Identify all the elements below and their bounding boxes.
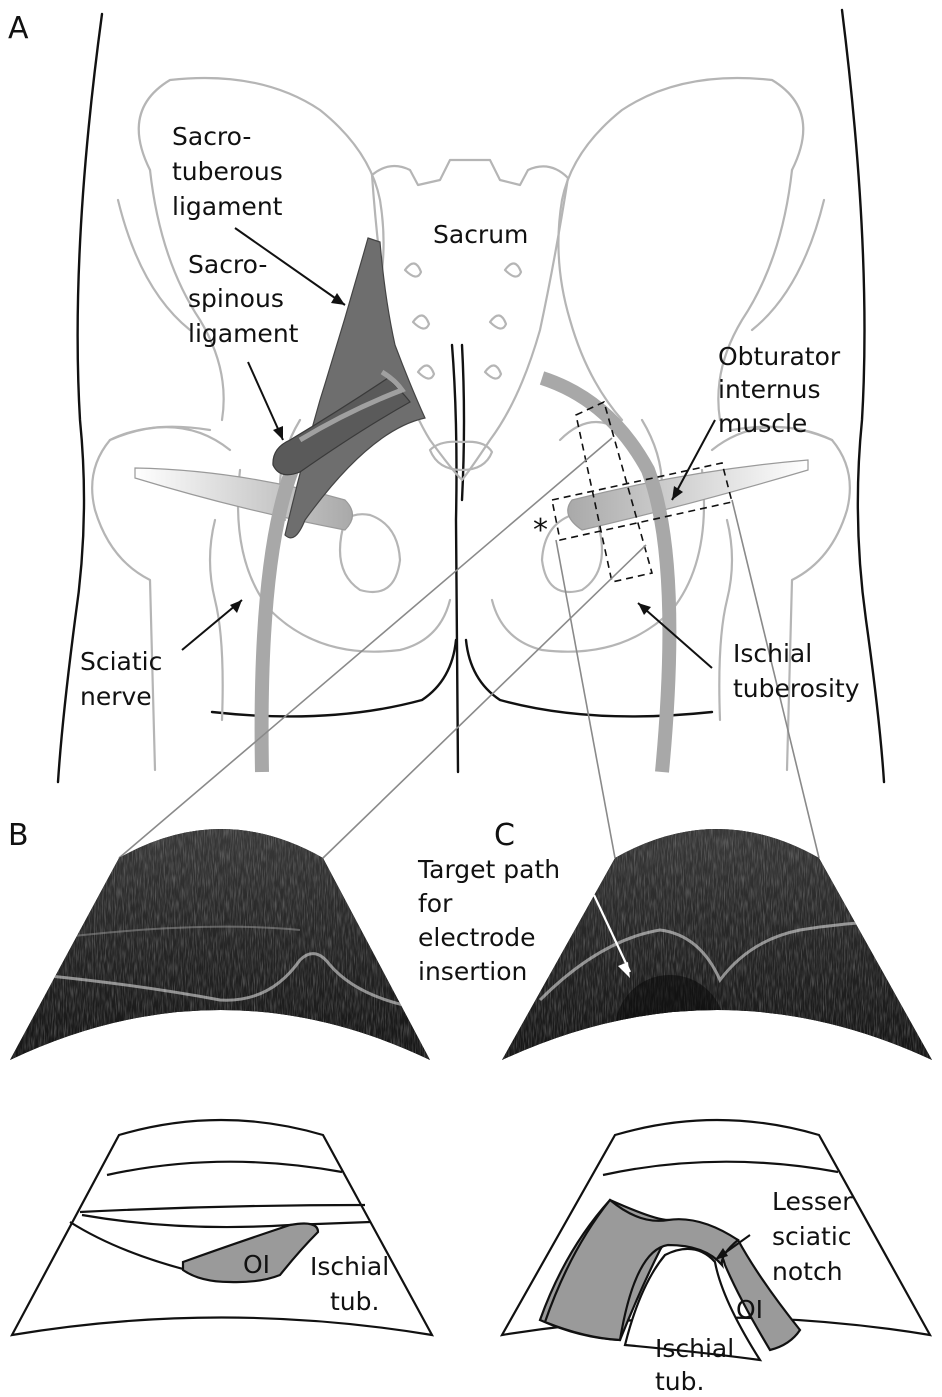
lesser-label-2: sciatic xyxy=(772,1222,852,1251)
ischial-tuberosity-label-1: Ischial xyxy=(733,639,812,668)
target-path-label-1: Target path xyxy=(417,855,560,884)
lesser-label-3: notch xyxy=(772,1257,843,1286)
obturator-label-1: Obturator xyxy=(718,342,841,371)
sacrospinous-label-3: ligament xyxy=(188,319,299,348)
gluteal-cleft xyxy=(452,345,458,772)
sacrospinous-label-1: Sacro- xyxy=(188,250,267,279)
ischial-label-b-1: Ischial xyxy=(310,1252,389,1281)
sacrospinous-label-2: spinous xyxy=(188,284,284,313)
schematic-c: Lesser sciatic notch OI Ischial tub. xyxy=(502,1120,930,1396)
ischial-tuberosity-label-2: tuberosity xyxy=(733,674,860,703)
obturator-label-2: internus xyxy=(718,375,821,404)
sacrotuberous-label-2: tuberous xyxy=(172,157,283,186)
ischial-label-c-1: Ischial xyxy=(655,1334,734,1363)
target-path-label-3: electrode xyxy=(418,923,536,952)
panel-label-a: A xyxy=(8,11,29,46)
body-outline-right xyxy=(842,10,884,782)
sciatic-label-1: Sciatic xyxy=(80,647,162,676)
sacrum-label: Sacrum xyxy=(433,220,528,249)
ischial-label-b-2: tub. xyxy=(330,1287,379,1316)
target-path-label-2: for xyxy=(418,889,453,918)
schematic-b: OI Ischial tub. xyxy=(12,1120,432,1335)
panel-label-b: B xyxy=(8,818,29,853)
target-path-label-4: insertion xyxy=(418,957,527,986)
gluteal-fold-left xyxy=(212,640,456,716)
panel-label-c: C xyxy=(494,818,515,853)
panel-c: C Target path for electrode insertion xyxy=(417,818,940,1396)
lesser-label-1: Lesser xyxy=(772,1187,853,1216)
oi-label-b: OI xyxy=(243,1250,270,1279)
ultrasound-b xyxy=(0,820,440,1080)
panel-a: A Sacro- tuberous ligament Sacro- spinou… xyxy=(8,10,884,858)
asterisk-marker: * xyxy=(533,513,548,548)
ischial-label-c-2: tub. xyxy=(655,1367,704,1396)
oi-label-c: OI xyxy=(736,1295,763,1324)
sacrotuberous-label-3: ligament xyxy=(172,192,283,221)
obturator-label-3: muscle xyxy=(718,409,807,438)
panel-b: B OI Ischial tub. xyxy=(0,818,440,1335)
sacrotuberous-label-1: Sacro- xyxy=(172,122,251,151)
sciatic-label-2: nerve xyxy=(80,682,152,711)
sacrotuberous-ligament xyxy=(285,238,425,538)
